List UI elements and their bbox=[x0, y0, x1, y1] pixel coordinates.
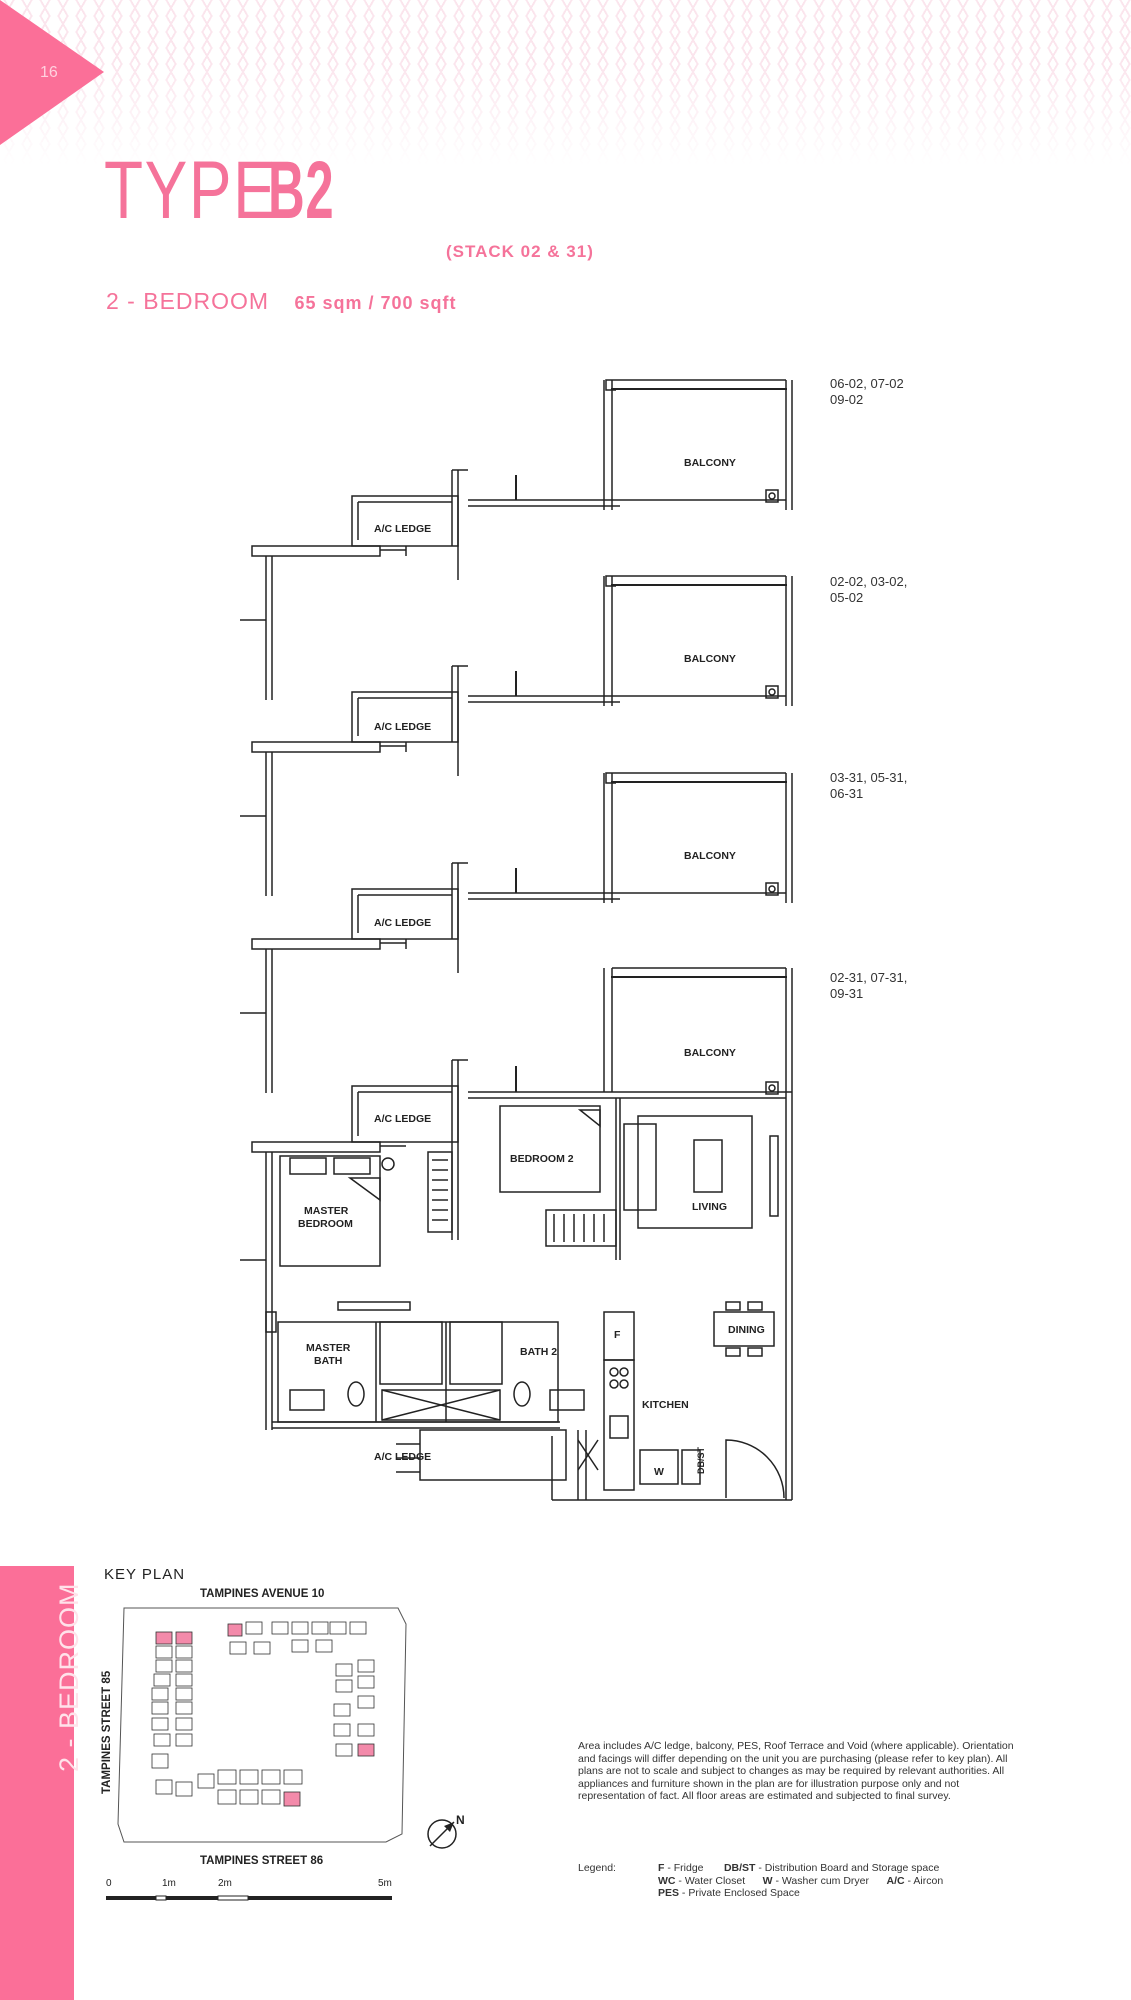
unit-label: 06-02, 07-02 09-02 bbox=[830, 376, 904, 408]
header-pattern bbox=[0, 0, 1131, 165]
room-label: LIVING bbox=[692, 1201, 727, 1213]
room-label: KITCHEN bbox=[642, 1399, 689, 1411]
unit-label-line: 09-31 bbox=[830, 986, 864, 1001]
room-label: W bbox=[654, 1466, 664, 1478]
road-west: TAMPINES STREET 85 bbox=[101, 1670, 113, 1794]
legend-key: WC bbox=[658, 1874, 676, 1887]
unit-label-line: 03-31, 05-31, bbox=[830, 770, 908, 785]
unit-label: 03-31, 05-31, 06-31 bbox=[830, 770, 907, 802]
key-plan-title: KEY PLAN bbox=[104, 1566, 186, 1583]
legend-key: DB/ST bbox=[723, 1862, 756, 1874]
scale-label: 2m bbox=[218, 1878, 232, 1889]
room-label: BALCONY bbox=[684, 457, 736, 469]
legend-key: PES bbox=[658, 1887, 680, 1899]
title-block: TYPE B2 (STACK 02 & 31) bbox=[104, 145, 593, 262]
room-label: BATH 2 bbox=[520, 1346, 557, 1358]
unit-label-line: 06-31 bbox=[830, 786, 864, 801]
room-label: MASTER bbox=[304, 1205, 349, 1217]
unit-label: 02-31, 07-31, 09-31 bbox=[830, 970, 907, 1002]
unit-label-line: 05-02 bbox=[830, 590, 864, 605]
room-label: DINING bbox=[728, 1324, 765, 1336]
legend-key: A/C bbox=[886, 1874, 905, 1887]
unit-label-line: 02-31, 07-31, bbox=[830, 970, 908, 985]
title-code: B2 bbox=[268, 145, 335, 236]
room-label: A/C LEDGE bbox=[374, 523, 431, 535]
key-plan-map: TAMPINES AVENUE 10 TAMPINES STREET 86 TA… bbox=[101, 1588, 407, 1867]
side-tab bbox=[0, 1566, 74, 2000]
legend-value: - Fridge bbox=[664, 1862, 704, 1874]
unit-label-line: 06-02, 07-02 bbox=[830, 376, 904, 391]
notes-text: Area includes A/C ledge, balcony, PES, R… bbox=[578, 1740, 1014, 1802]
page-number: 16 bbox=[40, 64, 58, 81]
room-label: BALCONY bbox=[684, 850, 736, 862]
room-label: BEDROOM bbox=[298, 1218, 353, 1230]
room-label: BALCONY bbox=[684, 1047, 736, 1059]
unit-label-line: 02-02, 03-02, bbox=[830, 574, 908, 589]
title-stack: (STACK 02 & 31) bbox=[446, 242, 594, 261]
page-corner-tab bbox=[0, 0, 104, 145]
legend-value: - Distribution Board and Storage space bbox=[755, 1862, 940, 1874]
room-label: DB/ST bbox=[696, 1446, 706, 1474]
legend-label: Legend: bbox=[578, 1862, 616, 1874]
room-label: BATH bbox=[314, 1355, 342, 1367]
room-label: BEDROOM 2 bbox=[510, 1153, 574, 1165]
legend-value: - Washer cum Dryer bbox=[772, 1874, 870, 1887]
room-label: A/C LEDGE bbox=[374, 1113, 431, 1125]
room-label: A/C LEDGE bbox=[374, 721, 431, 733]
scale-bar bbox=[106, 1895, 392, 1901]
room-label: A/C LEDGE bbox=[374, 1451, 431, 1463]
unit-area: 65 sqm / 700 sqft bbox=[294, 293, 457, 313]
title-type: TYPE bbox=[104, 145, 278, 236]
legend-value: - Aircon bbox=[904, 1874, 944, 1887]
road-south: TAMPINES STREET 86 bbox=[200, 1855, 323, 1867]
legend-key: W bbox=[762, 1874, 773, 1887]
subtitle: 2 - BEDROOM 65 sqm / 700 sqft bbox=[106, 288, 457, 315]
unit-label: 02-02, 03-02, 05-02 bbox=[830, 574, 907, 606]
scale-label: 1m bbox=[162, 1878, 176, 1889]
side-tab-label: 2 - BEDROOM bbox=[54, 1582, 84, 1772]
room-label: BALCONY bbox=[684, 653, 736, 665]
floor-plan-drawing: BALCONY A/C LEDGE BALCONY A/C LEDGE BALC… bbox=[239, 379, 793, 1501]
legend-key: F bbox=[658, 1862, 665, 1874]
scale-label: 5m bbox=[378, 1878, 392, 1889]
compass-icon: N bbox=[427, 1813, 465, 1849]
unit-label-line: 09-02 bbox=[830, 392, 864, 407]
legend-value: - Private Enclosed Space bbox=[679, 1887, 800, 1899]
legend-value: - Water Closet bbox=[675, 1874, 746, 1887]
room-label: MASTER bbox=[306, 1342, 351, 1354]
compass-north-label: N bbox=[456, 1813, 465, 1827]
bedroom-type: 2 - BEDROOM bbox=[106, 288, 270, 314]
scale-label: 0 bbox=[106, 1878, 112, 1889]
room-label: A/C LEDGE bbox=[374, 917, 431, 929]
room-label: F bbox=[614, 1329, 621, 1341]
road-north: TAMPINES AVENUE 10 bbox=[200, 1588, 324, 1600]
